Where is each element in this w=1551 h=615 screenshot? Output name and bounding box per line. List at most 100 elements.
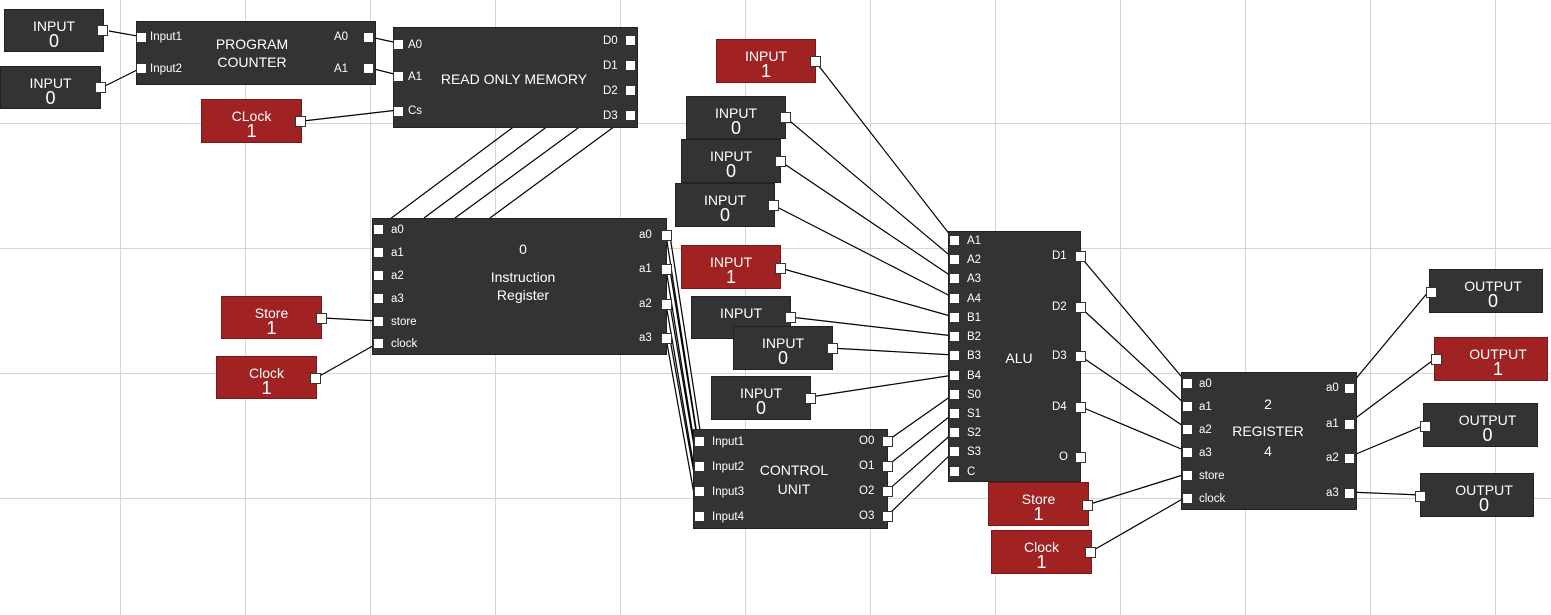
ir-output-pin[interactable] [661, 230, 672, 241]
output-node[interactable]: OUTPUT 1 [1431, 337, 1548, 381]
output-pin[interactable] [775, 263, 786, 274]
input-node[interactable]: INPUT 0 [4, 9, 108, 52]
input-node[interactable]: INPUT 0 [0, 66, 106, 109]
output-pin[interactable] [768, 200, 779, 211]
read-only-memory[interactable]: READ ONLY MEMORY A0 A1 Cs D0 D1 D2 D3 [393, 27, 638, 128]
rom-output-pin[interactable] [625, 85, 636, 96]
input-node[interactable]: INPUT 0 [733, 326, 838, 370]
alu-output-pin[interactable] [1075, 251, 1086, 262]
rom-input-pin[interactable] [393, 106, 404, 117]
input-pin[interactable] [1415, 491, 1426, 502]
cu-output-pin[interactable] [882, 486, 893, 497]
reg-store-node[interactable]: Store 1 [988, 482, 1093, 526]
input-pin[interactable] [1420, 421, 1431, 432]
rom-input-pin[interactable] [393, 39, 404, 50]
alu-output-pin[interactable] [1075, 402, 1086, 413]
reg-input-pin[interactable] [1182, 447, 1193, 458]
output-node[interactable]: OUTPUT 0 [1426, 269, 1543, 313]
input-node[interactable]: INPUT 1 [681, 245, 786, 289]
cu-input-pin[interactable] [694, 436, 705, 447]
register[interactable]: 2 REGISTER 4 a0 a1 a2 a3 store clock a0 … [1181, 372, 1357, 510]
alu-output-pin[interactable] [1075, 302, 1086, 313]
reg-output-pin[interactable] [1344, 419, 1355, 430]
output-pin[interactable] [295, 116, 306, 127]
alu-output-pin[interactable] [1075, 351, 1086, 362]
cu-input-pin[interactable] [694, 461, 705, 472]
alu-input-pin[interactable] [949, 350, 960, 361]
cu-output-pin[interactable] [882, 436, 893, 447]
ir-store-node[interactable]: Store 1 [221, 296, 327, 339]
rom-input-pin[interactable] [393, 71, 404, 82]
rom-output-pin[interactable] [625, 110, 636, 121]
output-pin[interactable] [316, 313, 327, 324]
reg-clock-node[interactable]: Clock 1 [991, 530, 1096, 574]
alu[interactable]: ALU A1 A2 A3 A4 B1 B2 B3 B4 S0 S1 S2 S3 … [948, 231, 1086, 482]
output-pin[interactable] [1082, 500, 1093, 511]
pc-input-pin[interactable] [136, 32, 147, 43]
ir-output-pin[interactable] [661, 333, 672, 344]
alu-input-pin[interactable] [949, 389, 960, 400]
alu-input-pin[interactable] [949, 273, 960, 284]
alu-input-pin[interactable] [949, 312, 960, 323]
alu-input-pin[interactable] [949, 235, 960, 246]
cu-input-pin[interactable] [694, 486, 705, 497]
alu-input-pin[interactable] [949, 370, 960, 381]
ir-clock-node[interactable]: Clock 1 [216, 356, 321, 399]
rom-output-pin[interactable] [625, 35, 636, 46]
pc-output-pin[interactable] [363, 63, 374, 74]
alu-input-pin[interactable] [949, 408, 960, 419]
output-pin[interactable] [810, 56, 821, 67]
reg-output-pin[interactable] [1344, 453, 1355, 464]
input-node[interactable]: INPUT 0 [675, 183, 779, 227]
reg-input-pin[interactable] [1182, 401, 1193, 412]
pc-output-pin[interactable] [363, 32, 374, 43]
cu-input-pin[interactable] [694, 511, 705, 522]
output-pin[interactable] [785, 312, 796, 323]
input-node[interactable]: INPUT 0 [711, 376, 816, 420]
ir-input-pin[interactable] [373, 247, 384, 258]
rom-clock-node[interactable]: CLock 1 [201, 99, 306, 143]
ir-input-pin[interactable] [373, 293, 384, 304]
cu-output-pin[interactable] [882, 461, 893, 472]
ir-input-pin[interactable] [373, 316, 384, 327]
ir-input-pin[interactable] [373, 224, 384, 235]
alu-input-pin[interactable] [949, 293, 960, 304]
alu-input-pin[interactable] [949, 446, 960, 457]
output-pin[interactable] [827, 343, 838, 354]
input-node[interactable]: INPUT 0 [686, 96, 791, 139]
output-node[interactable]: OUTPUT 0 [1420, 403, 1538, 447]
reg-output-pin[interactable] [1344, 488, 1355, 499]
input-node[interactable]: INPUT 0 [681, 139, 786, 183]
output-pin[interactable] [775, 156, 786, 167]
reg-input-pin[interactable] [1182, 493, 1193, 504]
alu-output-pin[interactable] [1075, 452, 1086, 463]
ir-output-pin[interactable] [661, 264, 672, 275]
alu-input-pin[interactable] [949, 427, 960, 438]
output-pin[interactable] [95, 82, 106, 93]
output-pin[interactable] [780, 112, 791, 123]
input-pin[interactable] [1426, 287, 1437, 298]
instruction-register[interactable]: 0 Instruction Register a0 a1 a2 a3 store… [372, 218, 672, 355]
reg-input-pin[interactable] [1182, 470, 1193, 481]
rom-output-pin[interactable] [625, 60, 636, 71]
program-counter[interactable]: PROGRAM COUNTER Input1 Input2 A0 A1 [136, 21, 376, 85]
alu-input-pin[interactable] [949, 466, 960, 477]
pc-input-pin[interactable] [136, 63, 147, 74]
reg-output-pin[interactable] [1344, 383, 1355, 394]
output-pin[interactable] [97, 25, 108, 36]
input-pin[interactable] [1431, 354, 1442, 365]
reg-input-pin[interactable] [1182, 424, 1193, 435]
cu-output-pin[interactable] [882, 511, 893, 522]
ir-input-pin[interactable] [373, 270, 384, 281]
output-node[interactable]: OUTPUT 0 [1415, 473, 1534, 517]
ir-input-pin[interactable] [373, 338, 384, 349]
alu-input-pin[interactable] [949, 254, 960, 265]
alu-input-pin[interactable] [949, 331, 960, 342]
ir-output-pin[interactable] [661, 299, 672, 310]
output-pin[interactable] [310, 373, 321, 384]
reg-input-pin[interactable] [1182, 378, 1193, 389]
input-node[interactable]: INPUT 1 [716, 39, 821, 83]
control-unit[interactable]: CONTROL UNIT Input1 Input2 Input3 Input4… [693, 429, 893, 529]
output-pin[interactable] [1085, 547, 1096, 558]
